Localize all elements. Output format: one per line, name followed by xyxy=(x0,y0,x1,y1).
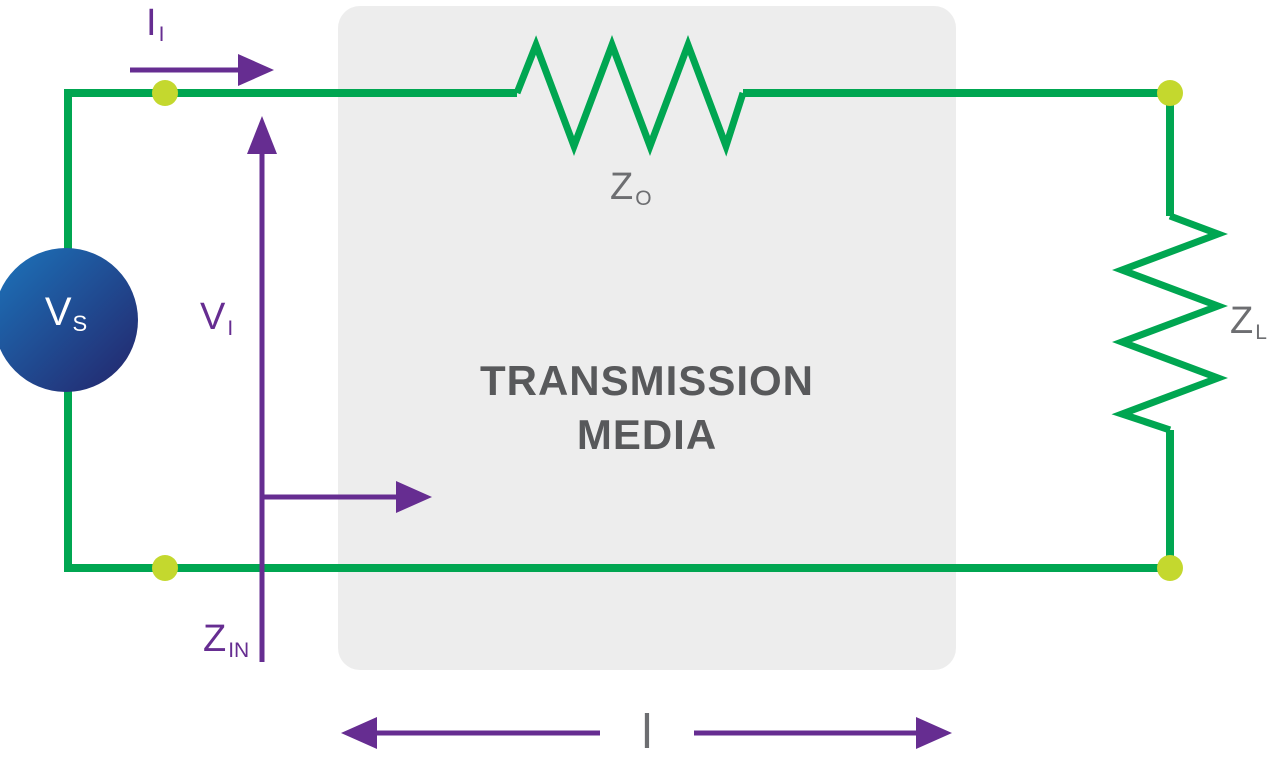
length-arrow-left xyxy=(341,717,377,749)
load-impedance-subscript: L xyxy=(1255,321,1267,344)
node-bottom-right xyxy=(1157,555,1183,581)
node-top-left xyxy=(152,80,178,106)
input-voltage-arrow-head xyxy=(247,116,277,154)
node-top-right xyxy=(1157,80,1183,106)
title-line-2: MEDIA xyxy=(576,411,718,458)
input-voltage-subscript: I xyxy=(227,317,234,340)
source-voltage-subscript: S xyxy=(72,311,88,336)
title-line-1: TRANSMISSION xyxy=(479,357,814,404)
transmission-media-box xyxy=(338,6,956,670)
input-voltage-symbol: V xyxy=(200,296,226,338)
node-bottom-left xyxy=(152,555,178,581)
input-impedance-arrow-head xyxy=(396,481,432,513)
load-impedance-resistor xyxy=(1111,212,1228,434)
characteristic-impedance-label: ZO xyxy=(610,168,652,209)
input-current-symbol: I xyxy=(146,2,157,44)
load-impedance-symbol: Z xyxy=(1230,300,1254,342)
input-current-label: II xyxy=(146,4,164,45)
input-current-subscript: I xyxy=(158,23,165,46)
length-arrow-right xyxy=(916,717,952,749)
input-voltage-label: VI xyxy=(200,298,233,339)
source-voltage-label: VS xyxy=(14,292,118,335)
voltage-source-circle xyxy=(0,248,138,392)
characteristic-impedance-resistor xyxy=(513,35,747,157)
source-voltage-symbol: V xyxy=(44,290,72,334)
length-symbol: l xyxy=(641,706,653,759)
load-impedance-label: ZL xyxy=(1230,302,1267,343)
input-impedance-subscript: IN xyxy=(228,639,250,662)
length-label-chip: l xyxy=(600,702,694,764)
current-arrow-head xyxy=(238,54,274,86)
characteristic-impedance-symbol: Z xyxy=(610,166,634,208)
input-impedance-symbol: Z xyxy=(203,618,227,660)
input-impedance-label: ZIN xyxy=(203,620,249,661)
transmission-media-title: TRANSMISSION MEDIA xyxy=(338,354,956,462)
characteristic-impedance-subscript: O xyxy=(635,187,652,210)
